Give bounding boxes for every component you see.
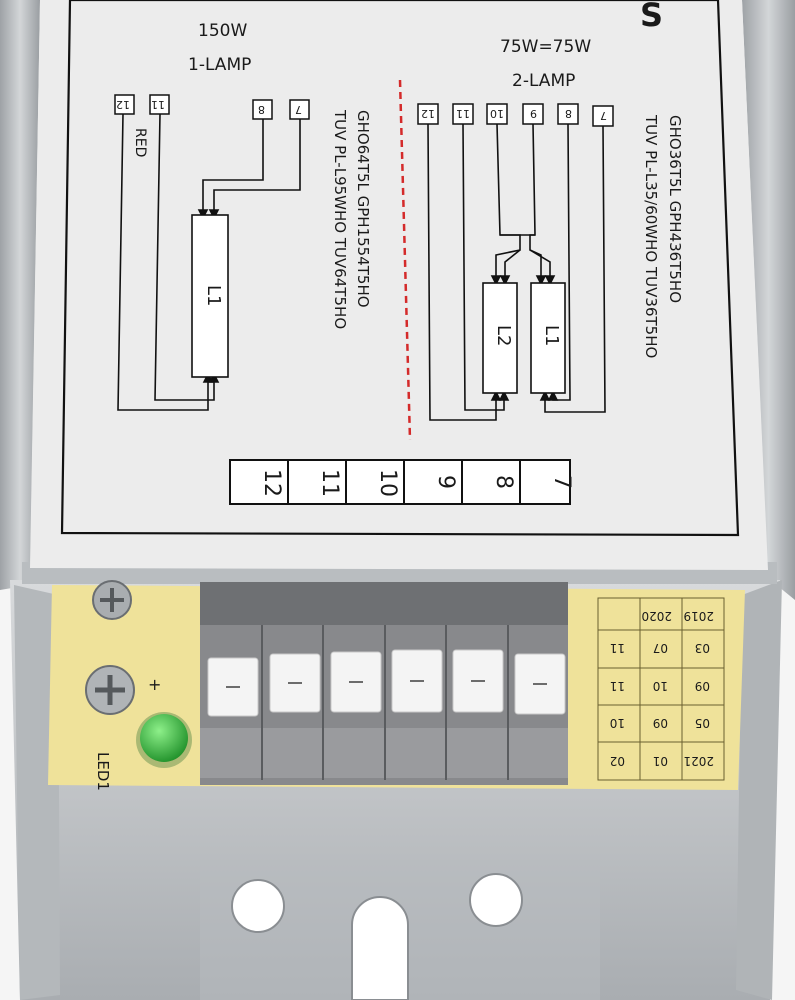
svg-text:12: 12: [421, 107, 435, 120]
svg-text:02: 02: [610, 754, 625, 768]
svg-text:11: 11: [317, 469, 342, 497]
right-wiring: [427, 123, 606, 421]
mounting-hole-icon: [231, 879, 285, 933]
right-model-line-2: TUV PL-L35/60WHO TUV36T5HO: [642, 114, 660, 358]
pcb-date-codes: 11 07 03 11 10 09 10 09 05 02 01 2021 20…: [610, 609, 714, 768]
terminal-number-strip: 12 11 10 9 8 7: [229, 459, 574, 505]
label-title-fragment: S: [640, 0, 663, 34]
right-lamps: 2-LAMP: [512, 71, 575, 91]
housing-left-wall: [14, 585, 60, 1000]
right-model-line-1: GHO36T5L GPH436T5HO: [666, 115, 684, 303]
svg-text:8: 8: [565, 107, 572, 120]
svg-text:7: 7: [295, 103, 302, 116]
svg-text:11: 11: [456, 107, 470, 120]
svg-text:8: 8: [491, 475, 516, 489]
label-border: [60, 0, 740, 537]
left-model-line-1: GHO64T5L GPH1554T5HO: [354, 110, 372, 308]
svg-text:03: 03: [695, 641, 710, 655]
svg-text:10: 10: [610, 716, 625, 730]
svg-text:8: 8: [258, 103, 265, 116]
left-wiring: [117, 113, 301, 411]
pcb-date-grid: [597, 597, 725, 781]
svg-text:07: 07: [653, 641, 668, 655]
svg-text:09: 09: [695, 679, 710, 693]
left-lamp-label: L1: [203, 285, 224, 306]
svg-text:10: 10: [490, 107, 504, 120]
right-lamp-label-l2: L2: [493, 325, 514, 346]
svg-text:11: 11: [610, 679, 625, 693]
housing-right-flange: [742, 0, 795, 600]
svg-text:11: 11: [151, 98, 165, 111]
right-lamp-tube-l1: [530, 282, 566, 394]
svg-text:2019: 2019: [683, 609, 714, 623]
screw-icon: [92, 580, 132, 620]
led-icon: [136, 712, 192, 768]
svg-text:2020: 2020: [641, 609, 672, 623]
mounting-slot: [351, 896, 409, 1000]
right-lamp-tube-l2: [482, 282, 518, 394]
left-wire-color: RED: [132, 128, 148, 157]
svg-text:05: 05: [695, 716, 710, 730]
svg-text:2021: 2021: [683, 754, 714, 768]
svg-text:9: 9: [530, 107, 537, 120]
svg-text:10: 10: [375, 469, 400, 497]
left-lamp-tube: [191, 214, 229, 378]
svg-text:9: 9: [433, 475, 458, 489]
terminal-release-buttons: [207, 649, 566, 717]
svg-text:7: 7: [549, 475, 574, 489]
housing-left-flange: [0, 0, 40, 590]
svg-text:12: 12: [116, 98, 130, 111]
left-lamps: 1-LAMP: [188, 55, 251, 75]
section-divider: [398, 79, 412, 441]
left-power: 150W: [198, 21, 247, 41]
terminal-block: [200, 582, 568, 785]
svg-text:10: 10: [653, 679, 668, 693]
right-lamp-label-l1: L1: [541, 325, 562, 346]
pcb-polarity-plus: +: [148, 675, 161, 694]
svg-text:01: 01: [653, 754, 668, 768]
mounting-hole-icon: [469, 873, 523, 927]
screw-icon: [85, 665, 135, 715]
right-power: 75W=75W: [500, 37, 591, 57]
svg-text:7: 7: [600, 109, 607, 122]
right-pin-boxes: 12 11 10 9 8 7: [417, 103, 614, 127]
svg-text:12: 12: [259, 469, 284, 497]
housing-right-wall: [736, 580, 782, 1000]
svg-text:11: 11: [610, 641, 625, 655]
led-label: LED1: [94, 752, 112, 791]
svg-text:09: 09: [653, 716, 668, 730]
label-sticker: [30, 0, 768, 570]
left-model-line-2: TUV PL-L95WHO TUV64T5HO: [331, 109, 349, 329]
